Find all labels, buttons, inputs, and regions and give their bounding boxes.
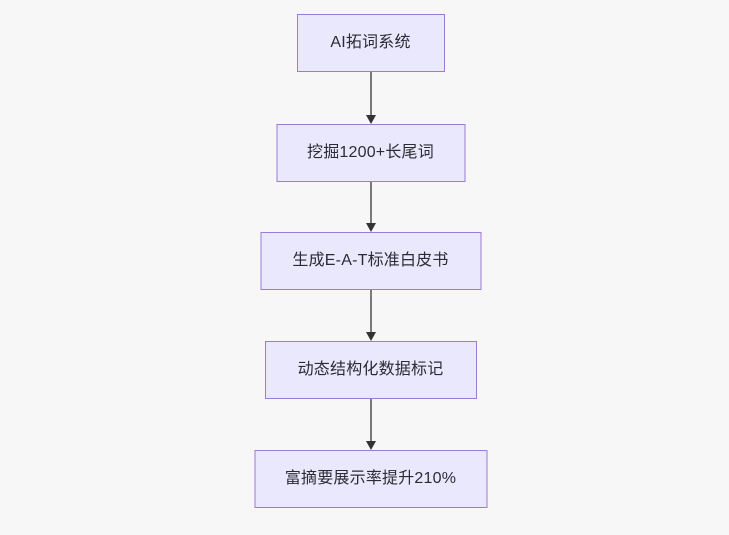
edge-n2-n3 <box>365 182 377 232</box>
node-label: 富摘要展示率提升210% <box>284 469 457 487</box>
node-label: 动态结构化数据标记 <box>297 360 444 378</box>
edge-n1-n2 <box>365 72 377 124</box>
flowchart-node-rich-snippet-impression-lift[interactable]: 富摘要展示率提升210% <box>254 450 487 508</box>
flowchart-node-ai-keyword-system[interactable]: AI拓词系统 <box>296 14 445 72</box>
flowchart-node-generate-eat-whitepaper[interactable]: 生成E-A-T标准白皮书 <box>260 232 481 290</box>
edge-n3-n4 <box>365 290 377 341</box>
edge-n4-n5 <box>365 399 377 450</box>
flowchart-node-dynamic-structured-data-markup[interactable]: 动态结构化数据标记 <box>264 341 477 399</box>
node-label: 挖掘1200+长尾词 <box>307 143 434 161</box>
node-label: 生成E-A-T标准白皮书 <box>292 251 449 269</box>
node-label: AI拓词系统 <box>330 33 411 51</box>
flowchart-node-mine-longtail-keywords[interactable]: 挖掘1200+长尾词 <box>276 124 465 182</box>
